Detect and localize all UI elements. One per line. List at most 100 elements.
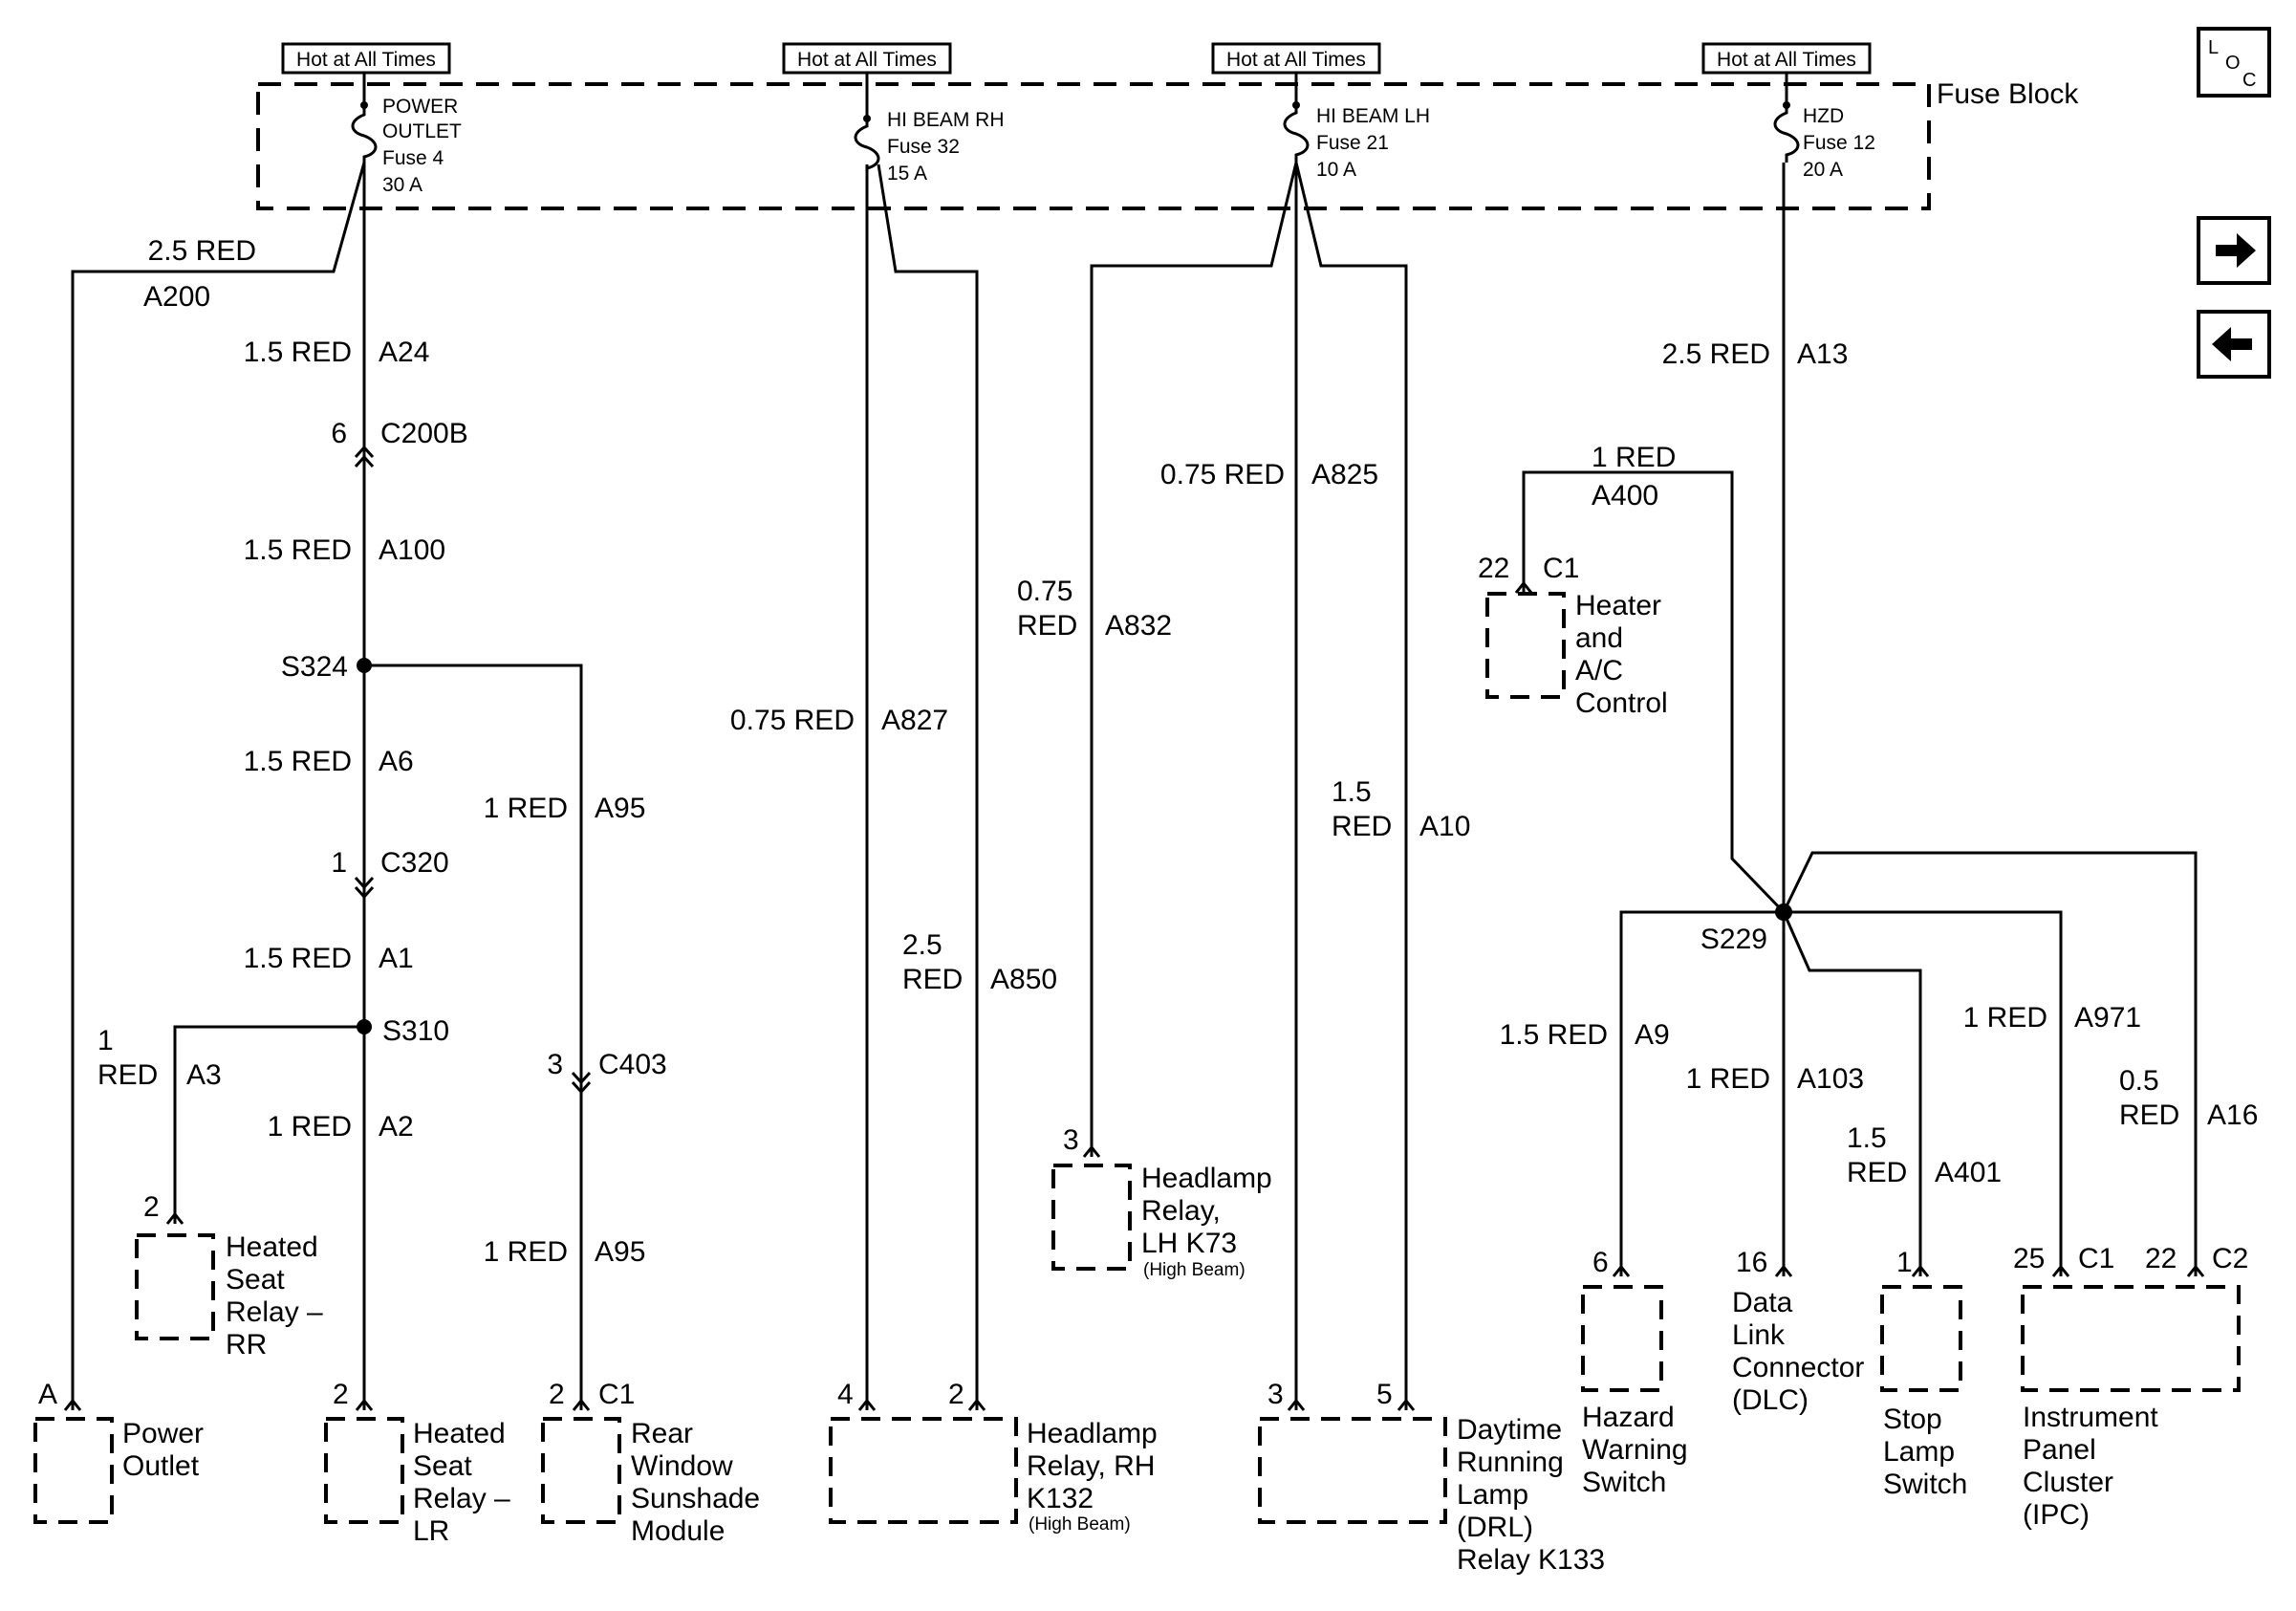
- connector-pin: 1: [331, 847, 347, 879]
- pin-label: 2: [333, 1379, 349, 1410]
- component-label: and: [1575, 622, 1623, 654]
- wires-hi-beam-rh: [865, 163, 979, 1410]
- component-label: Relay –: [413, 1483, 510, 1514]
- component-label: Seat: [413, 1450, 472, 1482]
- component-label: Control: [1575, 687, 1668, 719]
- pin-label: A: [38, 1379, 57, 1410]
- connector-label: C403: [598, 1049, 667, 1080]
- stop-lamp-box: [1880, 1285, 1962, 1392]
- wire-color: 1 RED: [268, 1111, 352, 1143]
- fuse-block-label: Fuse Block: [1937, 78, 2079, 110]
- component-label: Hazard: [1582, 1402, 1675, 1433]
- component-label: Relay K133: [1457, 1544, 1605, 1576]
- component-label: Headlamp: [1141, 1163, 1272, 1194]
- component-label: (DRL): [1457, 1512, 1533, 1543]
- component-dlc: 16 Data Link Connector (DLC): [1732, 1247, 1864, 1416]
- sunshade-box: [541, 1417, 621, 1524]
- wire-labels: 2.5 RED A200 1.5 RED A24 6 C200B 1.5 RED…: [97, 235, 2258, 1268]
- component-label: Window: [631, 1450, 733, 1482]
- fuse-text: 30 A: [382, 174, 422, 196]
- wire-id: A825: [1311, 459, 1378, 490]
- component-boxes: [33, 592, 2241, 1524]
- wire-id: A16: [2207, 1099, 2258, 1131]
- wire-id: A971: [2074, 1002, 2141, 1034]
- connector-label: C1: [598, 1379, 635, 1410]
- wire-color: 0.75 RED: [730, 705, 855, 736]
- fuse-terminals: [360, 101, 1790, 122]
- wire-color: RED: [1017, 610, 1077, 642]
- wire-color: 1 RED: [1592, 442, 1676, 473]
- headlamp-rh-box: [829, 1417, 1018, 1524]
- component-label: Relay –: [226, 1296, 323, 1328]
- component-label: Switch: [1883, 1469, 1967, 1500]
- pin-label: 4: [837, 1379, 854, 1410]
- pin-label: 2: [948, 1379, 964, 1410]
- wire-id: A401: [1935, 1157, 2002, 1188]
- wire-color: 1 RED: [484, 1236, 568, 1268]
- wire-color: 2.5 RED: [148, 235, 256, 267]
- fuse-text: HI BEAM RH: [887, 109, 1005, 131]
- wire-color: 1 RED: [484, 793, 568, 824]
- wire-id: A13: [1797, 338, 1848, 370]
- wire-color: 1 RED: [1963, 1002, 2047, 1034]
- loc-letter: L: [2208, 37, 2219, 58]
- wire-id: A103: [1797, 1063, 1864, 1095]
- wire-color: RED: [2119, 1099, 2179, 1131]
- component-label: Stop: [1883, 1404, 1942, 1435]
- wire-id: A200: [143, 281, 210, 313]
- component-note: (High Beam): [1143, 1260, 1245, 1280]
- pin-label: 3: [1267, 1379, 1284, 1410]
- wires-hi-beam-lh: [1090, 162, 1408, 1410]
- wire-id: A832: [1105, 610, 1172, 642]
- component-label: Rear: [631, 1418, 693, 1449]
- component-label: Module: [631, 1515, 725, 1547]
- hot-label-3: Hot at All Times: [1211, 42, 1381, 75]
- connector-label: C320: [380, 847, 449, 879]
- component-label: K132: [1027, 1483, 1094, 1514]
- fuse-symbols: [351, 73, 1800, 170]
- component-label: Connector: [1732, 1352, 1864, 1383]
- fuse-text: 20 A: [1803, 159, 1843, 181]
- component-hvac: 22 C1 Heater and A/C Control: [1478, 553, 1668, 719]
- wire-color: 2.5: [902, 929, 942, 961]
- wire-id: A95: [595, 793, 645, 824]
- wire-id: A1: [379, 943, 414, 974]
- component-label: Outlet: [122, 1450, 200, 1482]
- component-label: Heated: [226, 1231, 318, 1263]
- arrow-right-icon[interactable]: [2197, 216, 2271, 285]
- wire-color: 1.5 RED: [244, 534, 352, 566]
- wire-id: A827: [881, 705, 948, 736]
- splice-label: S229: [1700, 924, 1767, 955]
- wire-color: RED: [1332, 811, 1392, 842]
- component-label: Cluster: [2023, 1467, 2113, 1498]
- wire-id: A400: [1592, 480, 1658, 512]
- component-label: Instrument: [2023, 1402, 2158, 1433]
- wire-color: 0.75 RED: [1160, 459, 1285, 490]
- pin-label: 3: [1063, 1124, 1079, 1156]
- pin-label: 25: [2013, 1243, 2045, 1274]
- component-ipc: 25 C1 22 C2 Instrument Panel Cluster (IP…: [2013, 1243, 2248, 1531]
- connector-symbols: [354, 445, 592, 1095]
- wire-color: 1: [97, 1025, 114, 1056]
- wire-color: 2.5 RED: [1662, 338, 1770, 370]
- location-icon[interactable]: L O C: [2197, 27, 2271, 98]
- component-label: Lamp: [1457, 1479, 1528, 1511]
- hot-text: Hot at All Times: [797, 49, 937, 71]
- hot-label-2: Hot at All Times: [782, 42, 952, 75]
- wire-id: A24: [379, 337, 429, 368]
- arrow-left-icon[interactable]: [2197, 310, 2271, 379]
- pin-label: 22: [2145, 1243, 2177, 1274]
- component-label: Daytime: [1457, 1414, 1562, 1446]
- component-heated-seat-lr: 2 Heated Seat Relay – LR: [333, 1379, 510, 1547]
- fuse-block-outline: [256, 82, 1931, 210]
- connector-label: C1: [2078, 1243, 2114, 1274]
- wire-id: A3: [186, 1059, 222, 1091]
- component-label: Heater: [1575, 590, 1661, 621]
- wire-color: 1.5 RED: [1500, 1019, 1608, 1051]
- fuse-text: HZD: [1803, 105, 1844, 127]
- component-label: LR: [413, 1515, 449, 1547]
- heated-seat-lr-box: [324, 1417, 404, 1524]
- component-heated-seat-rr: 2 Heated Seat Relay – RR: [143, 1191, 323, 1361]
- component-label: Relay, RH: [1027, 1450, 1155, 1482]
